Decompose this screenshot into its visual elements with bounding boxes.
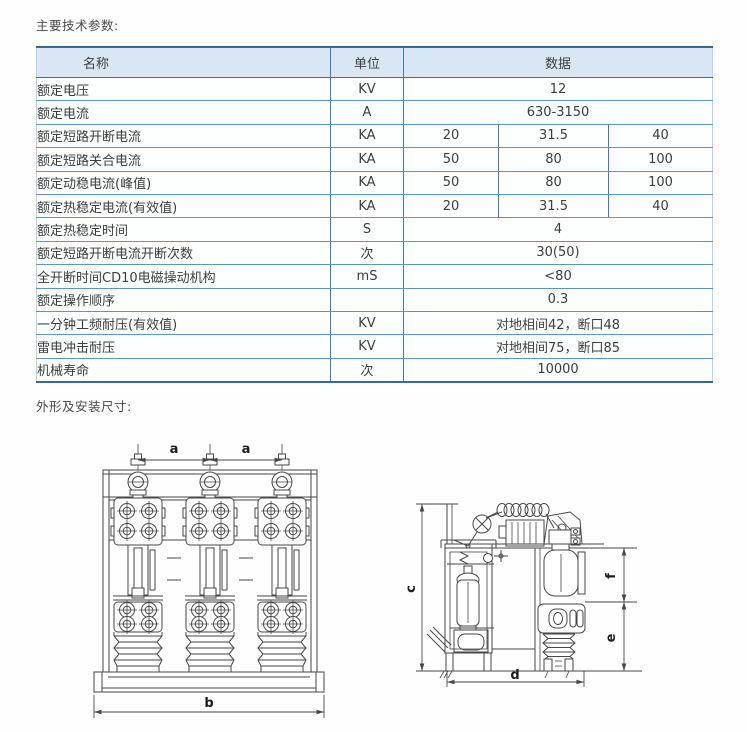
param-value: 4 bbox=[403, 217, 713, 242]
header-name: 名称 bbox=[36, 47, 331, 78]
param-value: 对地相间75，断口85 bbox=[403, 334, 713, 359]
param-unit bbox=[330, 288, 404, 312]
mechanism-cabinet bbox=[426, 539, 508, 679]
param-name: 额定电流 bbox=[36, 100, 331, 125]
param-value: 对地相间42，断口48 bbox=[403, 311, 713, 336]
param-value: 20 bbox=[403, 124, 499, 149]
section-title-parameters: 主要技术参数: bbox=[36, 18, 119, 33]
table-row: 一分钟工频耐压(有效值) KV 对地相间42，断口48 bbox=[36, 311, 713, 336]
param-name: 额定动稳电流(峰值) bbox=[36, 171, 331, 195]
param-value: 31.5 bbox=[498, 194, 609, 219]
param-value: <80 bbox=[403, 264, 713, 289]
param-name: 额定电压 bbox=[36, 77, 331, 102]
table-row: 机械寿命 次 10000 bbox=[37, 358, 713, 383]
table-row: 额定短路开断电流开断次数 次 30(50) bbox=[36, 241, 713, 266]
param-value: 40 bbox=[608, 194, 713, 219]
dimension-e: e bbox=[604, 602, 627, 671]
param-unit: 次 bbox=[330, 358, 404, 383]
param-name: 一分钟工频耐压(有效值) bbox=[36, 311, 331, 336]
table-row: 额定电压 KV 12 bbox=[36, 77, 713, 102]
table-row: 额定短路开断电流 KA 20 31.5 40 bbox=[36, 124, 713, 149]
table-row: 额定短路关合电流 KA 50 80 100 bbox=[36, 147, 713, 172]
param-value: 31.5 bbox=[498, 124, 609, 149]
param-name: 全开断时间CD10电磁操动机构 bbox=[36, 264, 331, 289]
table-header-row: 名称 单位 数据 bbox=[36, 47, 713, 78]
dim-label-a-left: a bbox=[170, 442, 179, 457]
param-unit: KV bbox=[330, 77, 404, 102]
parameters-table: 名称 单位 数据 额定电压 KV 12 额定电流 A 630-3150 额定短路… bbox=[36, 46, 713, 384]
param-value: 80 bbox=[498, 171, 609, 195]
dimension-b: b bbox=[93, 695, 325, 718]
param-unit: S bbox=[330, 217, 404, 242]
param-value: 50 bbox=[403, 147, 499, 172]
dim-label-f: f bbox=[604, 573, 619, 579]
table-row: 额定热稳定时间 S 4 bbox=[36, 217, 713, 242]
param-unit: KA bbox=[330, 171, 404, 195]
param-name: 雷电冲击耐压 bbox=[36, 334, 331, 359]
param-value: 30(50) bbox=[403, 241, 713, 266]
dim-label-b: b bbox=[204, 696, 213, 711]
front-view-drawing: a a b bbox=[93, 442, 325, 718]
param-unit: KA bbox=[330, 124, 404, 149]
param-unit: mS bbox=[330, 264, 404, 289]
header-unit: 单位 bbox=[330, 47, 404, 78]
table-row: 额定电流 A 630-3150 bbox=[36, 100, 713, 125]
param-unit: KV bbox=[330, 334, 404, 359]
pole-right bbox=[255, 444, 309, 672]
param-name: 额定短路开断电流 bbox=[36, 124, 331, 149]
param-name: 额定热稳定时间 bbox=[36, 217, 331, 242]
dim-label-c: c bbox=[404, 585, 419, 593]
pole-middle bbox=[183, 444, 237, 672]
dimension-f: f bbox=[604, 548, 627, 602]
param-unit: 次 bbox=[330, 241, 404, 266]
pole-left bbox=[111, 444, 165, 672]
param-unit: KA bbox=[330, 194, 404, 219]
param-name: 机械寿命 bbox=[37, 364, 90, 380]
base-channel bbox=[93, 671, 325, 693]
dim-label-d: d bbox=[510, 668, 519, 683]
side-view-drawing: c f e d bbox=[404, 503, 642, 687]
dim-label-a-right: a bbox=[242, 442, 251, 457]
param-unit: KV bbox=[330, 311, 404, 336]
param-value: 0.3 bbox=[403, 288, 713, 312]
section-title-dimensions: 外形及安装尺寸: bbox=[36, 399, 132, 414]
param-value: 10000 bbox=[537, 362, 579, 378]
param-name: 额定短路关合电流 bbox=[36, 147, 331, 172]
param-value: 630-3150 bbox=[403, 100, 713, 125]
dimension-d: d bbox=[446, 668, 585, 687]
param-value: 20 bbox=[403, 194, 499, 219]
header-data: 数据 bbox=[403, 47, 713, 78]
param-unit: KA bbox=[330, 147, 404, 172]
param-name: 额定操作顺序 bbox=[36, 288, 331, 312]
param-value: 50 bbox=[403, 171, 499, 195]
table-row: 额定动稳电流(峰值) KA 50 80 100 bbox=[36, 171, 713, 195]
dimension-c: c bbox=[404, 503, 458, 671]
table-row: 全开断时间CD10电磁操动机构 mS <80 bbox=[36, 264, 713, 289]
table-row: 额定操作顺序 0.3 bbox=[36, 288, 713, 312]
table-row: 额定热稳定电流(有效值) KA 20 31.5 40 bbox=[36, 194, 713, 219]
param-value: 100 bbox=[608, 147, 713, 172]
dimension-a: a a bbox=[138, 442, 282, 463]
param-name: 额定热稳定电流(有效值) bbox=[36, 194, 331, 219]
table-row: 雷电冲击耐压 KV 对地相间75，断口85 bbox=[36, 334, 713, 359]
param-value: 12 bbox=[403, 77, 713, 102]
param-value: 40 bbox=[608, 124, 713, 149]
interrupter-column bbox=[537, 527, 637, 679]
param-value: 100 bbox=[608, 171, 713, 195]
param-value: 80 bbox=[498, 147, 609, 172]
dim-label-e: e bbox=[604, 633, 619, 642]
param-name: 额定短路开断电流开断次数 bbox=[36, 241, 331, 266]
param-unit: A bbox=[330, 100, 404, 125]
